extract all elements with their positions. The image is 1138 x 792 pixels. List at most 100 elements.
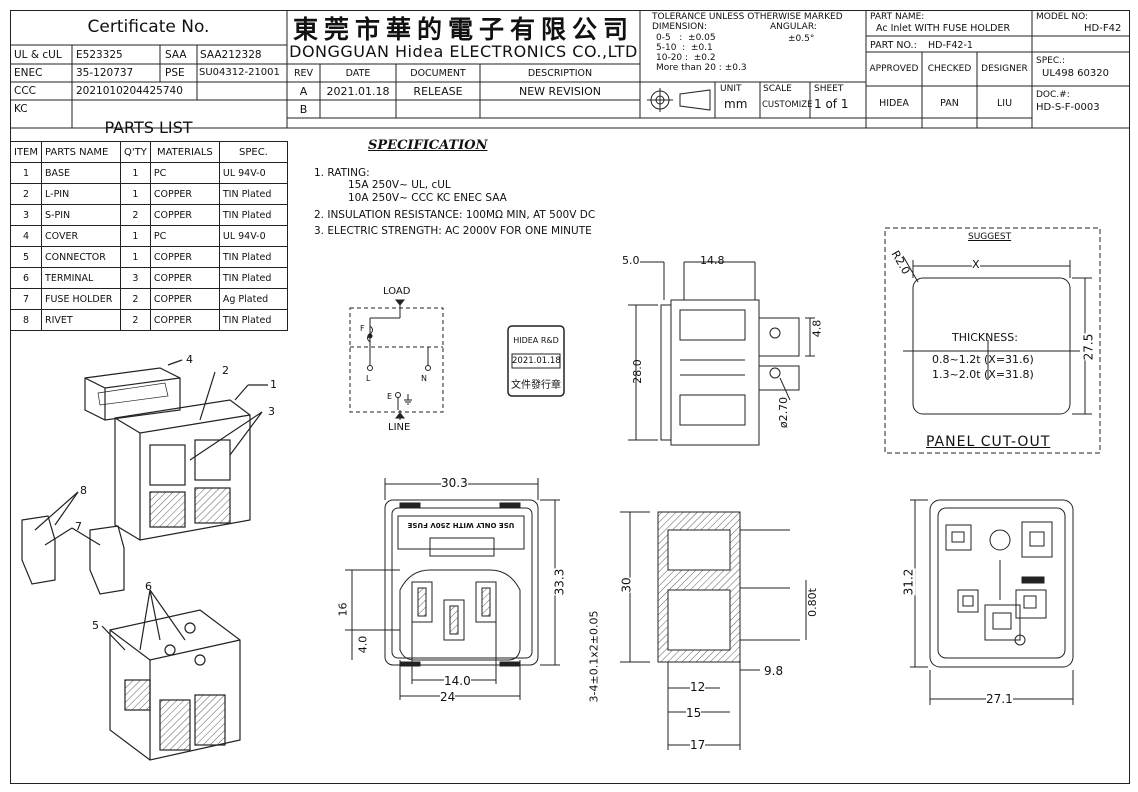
header-spec: SPEC. [218, 141, 289, 163]
dim-back-width: 27.1 [986, 692, 1013, 706]
row-item: 2 [9, 183, 43, 205]
row-material: PC [149, 225, 220, 247]
company-cn-name: 東莞市華的電子有限公司 [292, 15, 634, 44]
dim-front-d: 24 [440, 690, 456, 704]
part-name-label: PART NAME: [870, 12, 925, 22]
cert-enec-label: ENEC [14, 67, 43, 79]
cutout-suggest: SUGGEST [968, 232, 1012, 242]
sheet-label: SHEET [814, 84, 844, 94]
row-item: 6 [9, 267, 43, 289]
fuse-cover-text: USE ONLY WITH 250V FUSE [407, 521, 515, 529]
line-label: LINE [388, 422, 411, 433]
row-spec: Ag Plated [218, 288, 289, 310]
rev-b: B [299, 103, 308, 116]
callout-1: 1 [270, 378, 277, 391]
cert-enec-value: 35-120737 [76, 67, 134, 79]
spec-line-3: 10A 250V~ CCC KC ENEC SAA [348, 192, 507, 204]
specification-title: SPECIFICATION [368, 138, 488, 153]
callout-7: 7 [75, 520, 82, 533]
dim-section-c: 15 [686, 706, 702, 720]
tolerance-line-4: More than 20 : ±0.3 [656, 63, 747, 73]
row-item: 5 [9, 246, 43, 268]
cert-pse-label: PSE [165, 67, 185, 79]
header-qty: Q'TY [120, 141, 151, 163]
checked-value: PAN [940, 98, 959, 109]
tolerance-title: TOLERANCE UNLESS OTHERWISE MARKED [652, 12, 843, 22]
row-name: RIVET [41, 309, 122, 331]
row-qty: 3 [120, 267, 151, 289]
callout-4: 4 [186, 353, 193, 366]
tolerance-dimension: DIMENSION: [652, 22, 707, 32]
dim-side-height: 28.0 [630, 359, 644, 384]
dim-section-d: 17 [690, 738, 706, 752]
dim-front-height: 33.3 [552, 568, 567, 596]
row-item: 4 [9, 225, 43, 247]
row-spec: TIN Plated [218, 309, 289, 331]
cert-ccc-label: CCC [14, 85, 36, 97]
row-name: CONNECTOR [41, 246, 122, 268]
row-material: COPPER [149, 309, 220, 331]
row-spec: TIN Plated [218, 204, 289, 226]
model-label: MODEL NO: [1036, 12, 1089, 22]
tolerance-line-3: 10-20 : ±0.2 [656, 53, 716, 63]
e-terminal-label: E [387, 392, 393, 401]
load-label: LOAD [383, 286, 411, 297]
row-name: FUSE HOLDER [41, 288, 122, 310]
cutout-height: 27.5 [1081, 333, 1096, 361]
dim-section-height: 30 [619, 577, 634, 593]
part-no-value: HD-F42-1 [928, 40, 973, 51]
row-material: COPPER [149, 246, 220, 268]
dim-section-b: 12 [690, 680, 706, 694]
designer-label: DESIGNER [981, 64, 1028, 74]
model-value: HD-F42 [1084, 23, 1122, 34]
row-qty: 2 [120, 288, 151, 310]
dim-section-thickness: 0.80t [805, 588, 819, 617]
n-terminal-label: N [421, 374, 427, 383]
cert-ccc-value: 2021010204425740 [76, 85, 183, 97]
row-spec: UL 94V-0 [218, 225, 289, 247]
row-qty: 1 [120, 246, 151, 268]
dim-side-top-b: 14.8 [700, 254, 725, 267]
row-qty: 1 [120, 183, 151, 205]
cutout-thickness-1: 0.8~1.2t (X=31.6) [932, 353, 1034, 366]
panel-cutout-title: PANEL CUT-OUT [926, 434, 1051, 450]
spec-value: UL498 60320 [1042, 68, 1109, 79]
callout-2: 2 [222, 364, 229, 377]
cert-kc-label: KC [14, 103, 28, 115]
unit-label: UNIT [720, 84, 742, 94]
rev-a-date: 2021.01.18 [326, 85, 390, 98]
row-item: 8 [9, 309, 43, 331]
row-material: COPPER [149, 204, 220, 226]
dim-section-a: 9.8 [764, 664, 784, 678]
cutout-thickness: THICKNESS: [952, 331, 1018, 344]
tolerance-angular-value: ±0.5° [788, 34, 815, 44]
row-name: S-PIN [41, 204, 122, 226]
header-item: ITEM [9, 141, 43, 163]
rev-header: REV [293, 68, 314, 79]
spec-line-5: 3. ELECTRIC STRENGTH: AC 2000V FOR ONE M… [314, 225, 592, 237]
tolerance-line-2: 5-10 : ±0.1 [656, 43, 713, 53]
row-spec: UL 94V-0 [218, 162, 289, 184]
doc-value: HD-S-F-0003 [1036, 102, 1100, 113]
part-name-value: Ac Inlet WITH FUSE HOLDER [876, 23, 1011, 34]
spec-line-2: 15A 250V~ UL, cUL [348, 179, 451, 191]
row-item: 3 [9, 204, 43, 226]
row-qty: 1 [120, 225, 151, 247]
rev-a: A [299, 85, 308, 98]
row-name: L-PIN [41, 183, 122, 205]
tolerance-angular: ANGULAR: [770, 22, 817, 32]
cutout-thickness-2: 1.3~2.0t (X=31.8) [932, 368, 1034, 381]
date-header: DATE [345, 68, 371, 79]
cutout-x: X [972, 258, 980, 271]
cert-saa-value: SAA212328 [200, 49, 262, 61]
stamp-company: HIDEA R&D [513, 336, 559, 345]
row-spec: TIN Plated [218, 246, 289, 268]
dim-front-a: 16 [336, 602, 350, 617]
